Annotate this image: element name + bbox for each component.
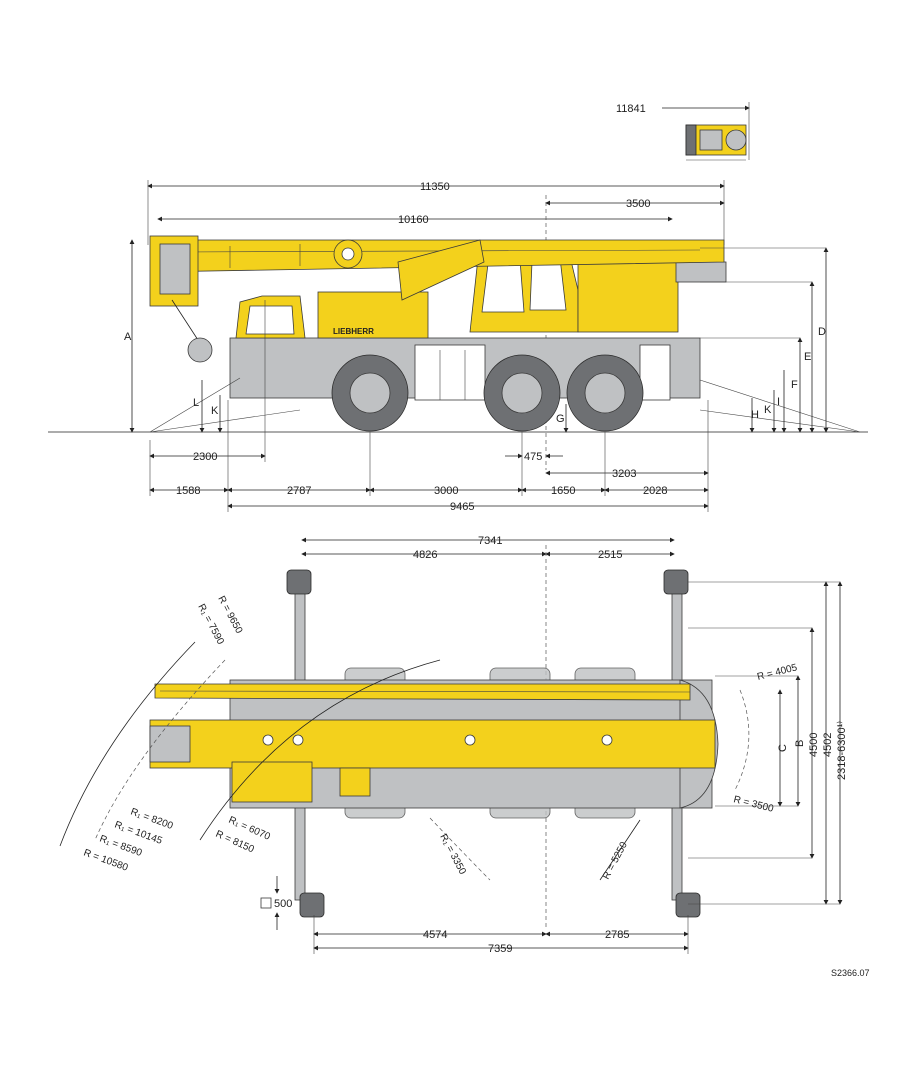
overall-length-icon: 11841 <box>616 102 750 161</box>
pad-size-500: 500 <box>274 898 292 910</box>
top-view: 7341 4826 2515 <box>59 535 848 955</box>
height-D: D <box>818 326 826 338</box>
outrigger-pad-rear-left <box>663 569 689 595</box>
width-2318-6300: 2318-6300¹⁾ <box>836 721 848 780</box>
dim-2300: 2300 <box>193 451 217 463</box>
dim-2515: 2515 <box>598 549 622 561</box>
outrigger-pad-rear-right <box>675 892 701 918</box>
dim-9465: 9465 <box>450 501 474 513</box>
height-K-front: K <box>211 405 219 417</box>
boom-top <box>149 719 716 769</box>
outrigger-pad-front-right <box>299 892 325 918</box>
side-view: 11841 11350 10160 3500 LIEBHERR <box>48 102 868 513</box>
axle-dim-5: 2028 <box>643 485 667 497</box>
pad-size-icon <box>260 897 272 909</box>
height-K-rear: K <box>764 404 772 416</box>
axle-dim-4: 1650 <box>551 485 575 497</box>
radius-3350: R₁ = 3350 <box>437 832 468 877</box>
axle-dim-2: 2787 <box>287 485 311 497</box>
jib-top <box>154 683 691 701</box>
radius-5250: R = 5250 <box>601 840 630 882</box>
dim-11841: 11841 <box>616 103 646 115</box>
drawing-id: S2366.07 <box>831 968 870 978</box>
outrigger-pad-front-left <box>286 569 312 595</box>
axle-dim-1: 1588 <box>176 485 200 497</box>
height-L: L <box>193 397 199 409</box>
dim-3203: 3203 <box>612 468 636 480</box>
dim-4574: 4574 <box>423 929 447 941</box>
radius-4005: R = 4005 <box>756 662 799 683</box>
height-A: A <box>124 331 132 343</box>
dim-10160: 10160 <box>398 214 429 226</box>
radius-3500: R = 3500 <box>732 794 775 815</box>
height-E: E <box>804 351 811 363</box>
dim-2785: 2785 <box>605 929 629 941</box>
hook-block <box>187 337 213 363</box>
dim-3500-top: 3500 <box>626 198 650 210</box>
dim-475: 475 <box>524 451 542 463</box>
width-4502: 4502 <box>822 733 834 757</box>
height-H: H <box>751 409 759 421</box>
brand-label: LIEBHERR <box>333 327 374 336</box>
dim-4826: 4826 <box>413 549 437 561</box>
axle-dim-3: 3000 <box>434 485 458 497</box>
height-G: G <box>556 413 565 425</box>
superstructure <box>317 291 429 339</box>
width-B: B <box>794 740 806 747</box>
height-I: I <box>777 396 780 408</box>
wheels <box>331 354 644 432</box>
height-F: F <box>791 379 798 391</box>
width-4500: 4500 <box>808 733 820 757</box>
dim-7359: 7359 <box>488 943 512 955</box>
width-C: C <box>777 744 789 752</box>
dim-11350: 11350 <box>420 181 450 193</box>
dim-7341: 7341 <box>478 535 502 547</box>
